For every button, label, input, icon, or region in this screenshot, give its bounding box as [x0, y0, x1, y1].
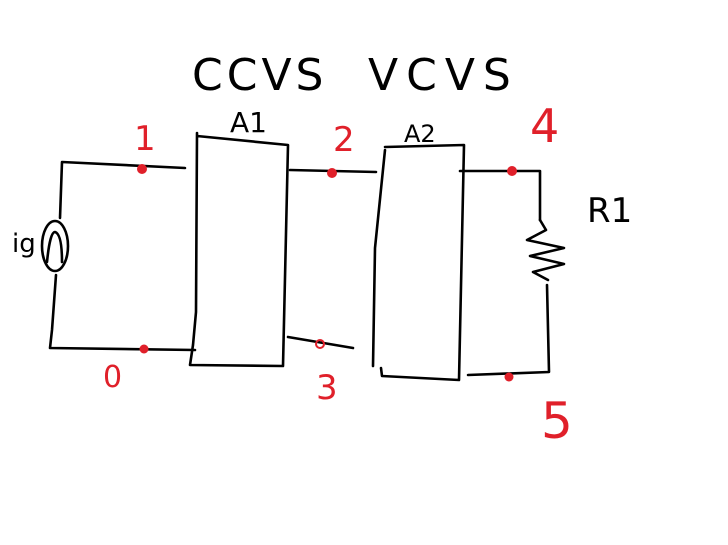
node-2-marker	[327, 168, 337, 178]
block-a1	[188, 131, 290, 368]
node-3-label: 3	[316, 368, 338, 408]
resistor-symbol	[525, 218, 566, 282]
node-4-label: 4	[530, 99, 559, 153]
source-label: ig	[12, 229, 36, 259]
wire-source-top	[58, 160, 187, 220]
block-label-a1: A1	[230, 106, 267, 139]
wire-node-5	[466, 283, 551, 377]
node-3-marker	[315, 339, 325, 349]
block-a2-left-edge	[371, 148, 387, 368]
wire-source-bottom	[48, 273, 197, 352]
wire-node-3	[286, 335, 355, 350]
title-vcvs: VCVS	[368, 50, 519, 101]
node-5-marker	[504, 372, 514, 382]
node-2-label: 2	[333, 120, 355, 160]
block-label-a2: A2	[404, 120, 436, 148]
title-ccvs: CCVS	[192, 50, 327, 101]
node-5-label: 5	[541, 392, 573, 450]
wire-node-4	[458, 169, 542, 222]
current-source-symbol	[40, 219, 70, 273]
node-1-marker	[137, 164, 147, 174]
block-a2	[379, 143, 466, 382]
node-4-marker	[507, 166, 517, 176]
source-inner-arc	[45, 230, 64, 264]
node-0-label: 0	[103, 360, 122, 395]
node-0-marker	[139, 344, 149, 354]
resistor-label: R1	[587, 191, 632, 231]
node-1-label: 1	[134, 119, 156, 159]
